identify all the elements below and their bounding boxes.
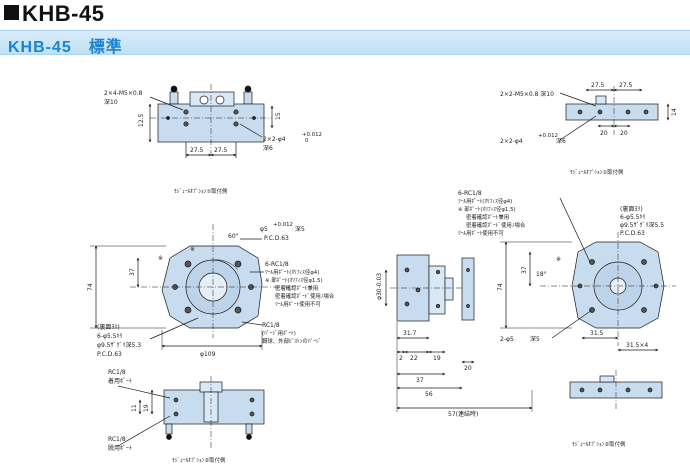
rear-dim-74: 74 bbox=[497, 283, 504, 291]
tl-depth6: 深6 bbox=[263, 144, 273, 152]
tr-pin-tol-plus: +0.012 bbox=[538, 133, 558, 139]
rear-dim-37: 37 bbox=[521, 266, 528, 274]
view-rear-plate bbox=[500, 197, 676, 352]
title-square-icon bbox=[4, 5, 19, 20]
tr-pin-label: 2×2-φ4 bbox=[500, 138, 523, 145]
side-dim-20: 20 bbox=[464, 365, 472, 372]
view-option1-left bbox=[148, 84, 274, 160]
tr-depth6: 深6 bbox=[556, 137, 566, 145]
subtitle-text: KHB-45 標準 bbox=[8, 39, 123, 56]
mid-port-note2: 密着確認ﾎﾟｰﾄ兼用 bbox=[275, 284, 318, 292]
caption-option2-right: ﾓｼﾞｭｰﾙｵﾌﾟｼｮﾝ②取付側 bbox=[572, 440, 626, 448]
rear-port-note4: ﾂｰﾙ用ﾎﾟｰﾄ使用不可 bbox=[458, 229, 504, 237]
mid-dim-37: 37 bbox=[129, 268, 136, 276]
bl-rc1-b: RC1/8 bbox=[108, 436, 126, 443]
subtitle-bar: KHB-45 標準 bbox=[0, 30, 690, 56]
mid-pin-hole: φ5 bbox=[260, 226, 268, 233]
mid-depth5: 深5 bbox=[295, 225, 305, 233]
bl-dim-19: 19 bbox=[143, 404, 150, 412]
mid-back-side: (裏面ﾖﾘ) bbox=[97, 323, 120, 331]
rear-dim-31-5-4: 31.5×4 bbox=[626, 342, 648, 349]
bl-detach-port: 脱用ﾎﾟｰﾄ bbox=[108, 444, 132, 452]
mid-purge-port: (ﾊﾟｰｼﾞ用ﾎﾟｰﾄ) bbox=[262, 330, 296, 337]
mid-angle-60: 60° bbox=[228, 233, 239, 240]
side-dim-57: 57(連結時) bbox=[448, 410, 478, 418]
rear-pin-label: 2-φ5 bbox=[500, 336, 514, 343]
mid-port-tool: ﾂｰﾙ用ﾎﾟｰﾄ(ｵﾘﾌｨｽ径φ4) bbox=[265, 268, 319, 276]
rear-port-note3: 密着確認ﾎﾟｰﾄﾞ使用ﾉ場合 bbox=[466, 221, 526, 229]
rear-star: ※ bbox=[556, 256, 561, 263]
rear-port-tool: ﾂｰﾙ用ﾎﾟｰﾄ(ｵﾘﾌｨｽ径φ4) bbox=[458, 197, 512, 205]
mid-rc1: RC1/8 bbox=[262, 322, 280, 329]
side-dim-30: φ30-0.03 bbox=[376, 273, 383, 300]
tl-thread-label: 2×4-M5×0.8 bbox=[104, 90, 143, 97]
side-dim-2: 2 bbox=[399, 355, 403, 362]
mid-star-b: ※ bbox=[190, 246, 195, 253]
mid-dim-109: φ109 bbox=[200, 351, 216, 358]
mid-back-cbore: φ9.5ｻﾞｸﾞﾘ深5.3 bbox=[97, 341, 141, 349]
tr-dim-27-5-a: 27.5 bbox=[591, 82, 605, 89]
rear-dim-31-5: 31.5 bbox=[590, 330, 604, 337]
tr-dim-20-b: 20 bbox=[620, 130, 628, 137]
view-option2-right bbox=[569, 370, 663, 410]
mid-rc6: 6-RC1/8 bbox=[265, 261, 289, 268]
mid-back-hole: 6-φ5.5ｷﾘ bbox=[97, 333, 122, 340]
view-option2-left bbox=[117, 376, 265, 448]
dim-12-5: 12.5 bbox=[138, 113, 145, 127]
tr-thread-label: 2×2-M5×0.8 深10 bbox=[500, 90, 554, 98]
view-option1-right bbox=[559, 86, 670, 141]
mid-port-note4: ﾂｰﾙ用ﾎﾟｰﾄ使用不可 bbox=[275, 300, 321, 308]
side-dim-37: 37 bbox=[416, 377, 424, 384]
dim-27-5-b: 27.5 bbox=[214, 147, 228, 154]
mid-pin-tol: +0.012 bbox=[273, 222, 293, 228]
mid-port-note: ※ 部ﾎﾟｰﾄ(ｵﾘﾌｨｽ径φ1.5) bbox=[265, 276, 323, 284]
caption-option1-left: ﾓｼﾞｭｰﾙｵﾌﾟｼｮﾝ①取付側 bbox=[174, 187, 228, 195]
side-dim-19: 19 bbox=[433, 355, 441, 362]
rear-rc6: 6-RC1/8 bbox=[458, 190, 482, 197]
mid-back-pcd: P.C.D.63 bbox=[97, 351, 122, 358]
mid-purge-note: 鋼球、外部ﾋﾟｽﾄﾝのﾊﾟｰｼﾞ bbox=[262, 337, 321, 345]
dim-27-5-a: 27.5 bbox=[190, 147, 204, 154]
tl-depth-label: 深10 bbox=[104, 98, 118, 106]
caption-option1-right: ﾓｼﾞｭｰﾙｵﾌﾟｼｮﾝ①取付側 bbox=[570, 168, 624, 176]
bl-dim-11: 11 bbox=[131, 404, 138, 412]
mid-port-note3: 密着確認ﾎﾟｰﾄﾞ使用ﾉ場合 bbox=[275, 292, 335, 300]
rear-back-hole: 6-φ5.5ｷﾘ bbox=[620, 214, 645, 221]
dim-15: 15 bbox=[275, 112, 282, 120]
tr-dim-20-a: 20 bbox=[600, 130, 608, 137]
mid-pcd: P.C.D.63 bbox=[264, 235, 289, 242]
tr-dim-27-5-b: 27.5 bbox=[619, 82, 633, 89]
mid-star-a: ※ bbox=[158, 255, 163, 262]
rear-port-note: ※ 部ﾎﾟｰﾄ(ｵﾘﾌｨｽ径φ1.5) bbox=[458, 205, 516, 213]
rear-depth5: 深5 bbox=[530, 335, 540, 343]
rear-back-side: (裏面ﾖﾘ) bbox=[620, 205, 643, 213]
rear-port-note2: 密着確認ﾎﾟｰﾄ兼用 bbox=[466, 213, 509, 221]
caption-option2-left: ﾓｼﾞｭｰﾙｵﾌﾟｼｮﾝ②取付側 bbox=[172, 456, 226, 464]
page-title: KHB-45 bbox=[4, 1, 104, 27]
mid-dim-74: 74 bbox=[87, 283, 94, 291]
bl-attach-port: 着用ﾎﾟｰﾄ bbox=[108, 377, 132, 385]
bl-rc1-a: RC1/8 bbox=[108, 369, 126, 376]
side-dim-56: 56 bbox=[425, 391, 433, 398]
rear-dim-18: 18° bbox=[536, 271, 547, 278]
title-text: KHB-45 bbox=[22, 1, 105, 26]
side-dim-22: 22 bbox=[410, 355, 418, 362]
tr-dim-14: 14 bbox=[671, 108, 678, 116]
view-side-center bbox=[384, 254, 533, 412]
tl-pin-tol-zero: 0 bbox=[305, 138, 309, 144]
side-dim-31-7: 31.7 bbox=[403, 330, 417, 337]
rear-back-pcd: P.C.D.63 bbox=[620, 230, 645, 237]
rear-back-cbore: φ9.5ｻﾞｸﾞﾘ深5.5 bbox=[620, 221, 664, 229]
tl-pin-label: 2×2-φ4 bbox=[263, 136, 286, 143]
tl-pin-tol-plus: +0.012 bbox=[302, 132, 322, 138]
view-front-plate bbox=[90, 224, 296, 350]
